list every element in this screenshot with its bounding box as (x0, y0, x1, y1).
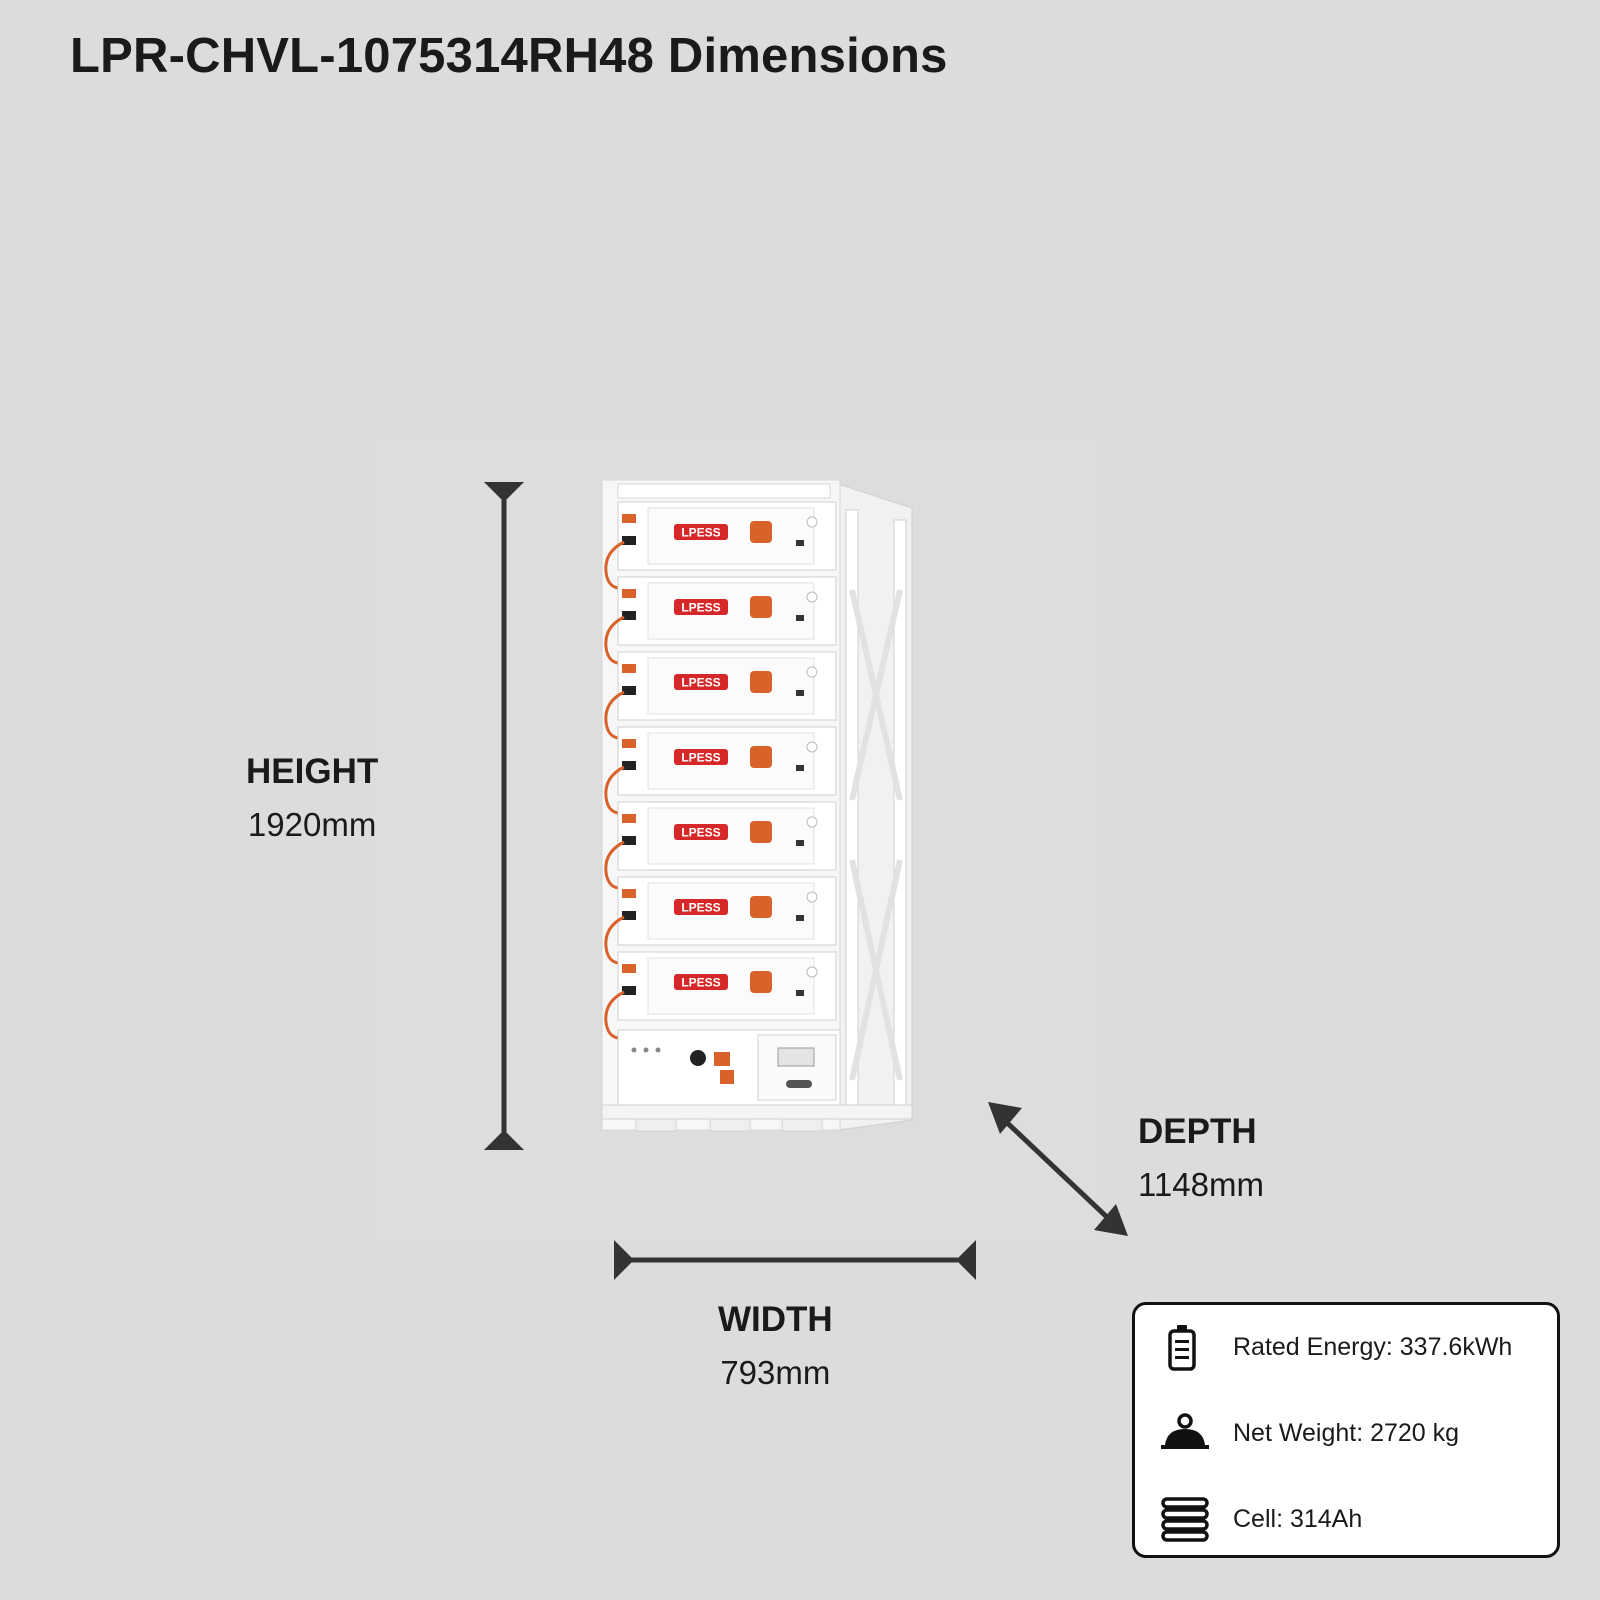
battery-module: LPESS (604, 576, 837, 665)
negative-terminal (622, 686, 636, 695)
switch (796, 990, 804, 996)
switch (796, 615, 804, 621)
switch (796, 540, 804, 546)
negative-terminal (622, 611, 636, 620)
battery-module: LPESS (604, 726, 837, 815)
spec-text-energy: Rated Energy: 337.6kWh (1233, 1332, 1513, 1361)
svg-text:LPESS: LPESS (681, 901, 720, 915)
negative-terminal (622, 761, 636, 770)
width-dimension: WIDTH 793mm (718, 1300, 833, 1392)
brand-logo: LPESS (674, 899, 728, 915)
module-handle (750, 671, 772, 693)
cable (604, 690, 625, 740)
depth-label: DEPTH (1138, 1112, 1257, 1151)
spec-row-cell: Cell: 314Ah (1157, 1491, 1537, 1547)
brand-logo: LPESS (674, 674, 728, 690)
module-handle (750, 896, 772, 918)
module-handle (750, 596, 772, 618)
positive-terminal (622, 664, 636, 673)
cable (604, 840, 625, 890)
positive-terminal (622, 814, 636, 823)
battery-module: LPESS (604, 951, 837, 1040)
brand-logo: LPESS (674, 974, 728, 990)
weight-icon (1161, 1413, 1209, 1449)
switch (796, 690, 804, 696)
cable (604, 615, 625, 665)
module-handle (750, 521, 772, 543)
depth-value: 1148mm (1138, 1166, 1264, 1203)
cable (604, 540, 625, 590)
positive-terminal (622, 964, 636, 973)
rack-side-frame (837, 483, 913, 1131)
status-light (806, 891, 818, 903)
brand-logo: LPESS (674, 749, 728, 765)
status-light (806, 816, 818, 828)
svg-text:LPESS: LPESS (681, 976, 720, 990)
battery-module: LPESS (604, 501, 837, 590)
svg-text:LPESS: LPESS (681, 601, 720, 615)
positive-terminal (622, 514, 636, 523)
battery-module: LPESS (604, 876, 837, 965)
page-title: LPR-CHVL-1075314RH48 Dimensions (70, 29, 948, 83)
negative-terminal (622, 836, 636, 845)
rack-top-bar (617, 483, 831, 499)
negative-terminal (622, 911, 636, 920)
battery-modules: LPESS LPESS LPESS LPESS LPESS LPESS LPESS (604, 501, 837, 1040)
switch (796, 840, 804, 846)
module-handle (750, 746, 772, 768)
width-label: WIDTH (718, 1300, 833, 1339)
svg-text:LPESS: LPESS (681, 676, 720, 690)
battery-rack-illustration: LPESS LPESS LPESS LPESS LPESS LPESS LPESS (601, 480, 913, 1132)
status-light (806, 966, 818, 978)
negative-terminal (622, 986, 636, 995)
switch (796, 765, 804, 771)
cable (604, 990, 625, 1040)
height-dimension: HEIGHT 1920mm (246, 752, 378, 844)
depth-dimension: DEPTH 1148mm (1138, 1112, 1264, 1204)
cable (604, 765, 625, 815)
switch (796, 915, 804, 921)
brand-logo: LPESS (674, 524, 728, 540)
spec-text-cell: Cell: 314Ah (1233, 1504, 1363, 1533)
module-handle (750, 821, 772, 843)
brand-logo: LPESS (674, 824, 728, 840)
battery-icon (1168, 1325, 1196, 1371)
status-light (806, 516, 818, 528)
status-light (806, 666, 818, 678)
spec-text-weight: Net Weight: 2720 kg (1233, 1418, 1460, 1447)
battery-module: LPESS (604, 651, 837, 740)
positive-terminal (622, 589, 636, 598)
spec-row-energy: Rated Energy: 337.6kWh (1157, 1319, 1537, 1375)
svg-text:LPESS: LPESS (681, 526, 720, 540)
spec-card: Rated Energy: 337.6kWh Net Weight: 2720 … (1132, 1302, 1560, 1558)
width-arrow (614, 1240, 976, 1280)
control-box (617, 1029, 841, 1106)
positive-terminal (622, 739, 636, 748)
module-handle (750, 971, 772, 993)
svg-text:LPESS: LPESS (681, 826, 720, 840)
spec-row-weight: Net Weight: 2720 kg (1157, 1405, 1537, 1461)
status-light (806, 591, 818, 603)
rack-base (601, 1104, 913, 1132)
status-light (806, 741, 818, 753)
brand-logo: LPESS (674, 599, 728, 615)
cell-stack-icon (1161, 1497, 1209, 1542)
battery-module: LPESS (604, 801, 837, 890)
width-value: 793mm (720, 1354, 831, 1391)
svg-text:LPESS: LPESS (681, 751, 720, 765)
height-value: 1920mm (247, 806, 377, 843)
positive-terminal (622, 889, 636, 898)
height-label: HEIGHT (246, 752, 379, 791)
cable (604, 915, 625, 965)
negative-terminal (622, 536, 636, 545)
